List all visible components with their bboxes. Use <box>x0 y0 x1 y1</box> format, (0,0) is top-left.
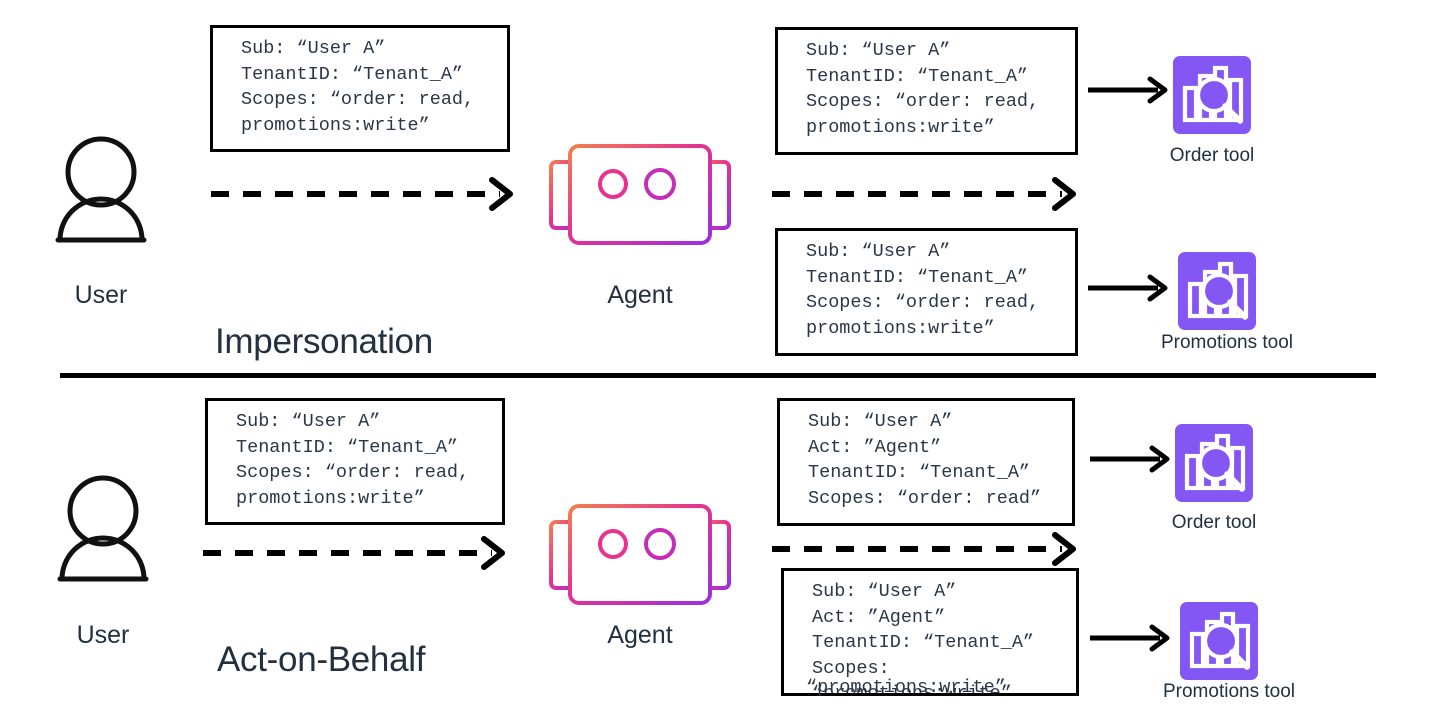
token-line: TenantID: “Tenant_A” <box>812 632 1035 653</box>
token-line: TenantID: “Tenant_A” <box>241 63 464 85</box>
arrow-token-to-promotions-tool-bottom <box>1090 624 1170 652</box>
order-tool-label: Order tool <box>1171 512 1257 533</box>
token-box-user-to-agent-top: Sub: “User A” TenantID: “Tenant_A” Scope… <box>210 25 510 152</box>
arrow-token-to-order-tool-bottom <box>1090 445 1170 473</box>
token-line: Sub: “User A” <box>806 241 951 262</box>
promotions-tool-label: Promotions tool <box>1162 681 1295 702</box>
token-box-agent-to-order-tool-bottom: Sub: “User A” Act: ”Agent” TenantID: “Te… <box>777 398 1075 526</box>
agent-label: Agent <box>607 281 673 309</box>
promotions-tool-icon[interactable] <box>1180 602 1258 680</box>
arrow-user-to-agent-bottom <box>203 536 505 570</box>
token-line: promotions:write” <box>806 317 995 339</box>
token-line: Scopes: “order: read, <box>241 89 475 110</box>
arrow-user-to-agent-top <box>211 177 513 211</box>
section-title-impersonation: Impersonation <box>215 322 433 361</box>
person-icon <box>55 136 147 243</box>
person-icon <box>57 475 149 582</box>
agent-label: Agent <box>607 621 673 649</box>
token-line: TenantID: “Tenant_A” <box>806 266 1029 288</box>
user-label: User <box>74 281 128 309</box>
token-line: promotions:write” <box>236 487 425 509</box>
token-line: Act: ”Agent” <box>812 606 946 628</box>
token-line: promotions:write” <box>806 116 995 138</box>
arrow-agent-to-tools-bottom <box>772 532 1076 566</box>
arrow-token-to-order-tool-top <box>1088 76 1168 104</box>
order-tool-icon[interactable] <box>1173 56 1251 134</box>
token-line: Sub: “User A” <box>808 411 953 432</box>
token-line: Sub: “User A” <box>241 38 386 59</box>
token-line: Act: ”Agent” <box>808 436 942 458</box>
token-line: Sub: “User A” <box>236 411 381 432</box>
token-line: Scopes: “order: read” <box>808 487 1042 509</box>
token-line: TenantID: “Tenant_A” <box>808 462 1031 483</box>
token-line: Scopes: “order: read, <box>806 292 1040 313</box>
token-box-user-to-agent-bottom: Sub: “User A” TenantID: “Tenant_A” Scope… <box>205 398 505 525</box>
token-box-agent-to-promotions-tool-bottom: Sub: “User A” Act: ”Agent” TenantID: “Te… <box>781 568 1079 696</box>
robot-icon <box>549 144 731 245</box>
token-line-overflow: “promotions:write” <box>806 677 1006 698</box>
token-line: Scopes: <box>812 657 890 679</box>
section-title-act-on-behalf: Act-on-Behalf <box>217 640 426 679</box>
token-line: promotions:write” <box>241 114 430 136</box>
token-line: TenantID: “Tenant_A” <box>236 436 459 458</box>
arrow-agent-to-tools-top <box>772 177 1076 211</box>
token-line: TenantID: “Tenant_A” <box>806 65 1029 87</box>
token-line: Sub: “User A” <box>806 40 951 61</box>
section-divider <box>60 373 1376 378</box>
arrow-token-to-promotions-tool-top <box>1088 274 1168 302</box>
order-tool-label: Order tool <box>1169 145 1255 166</box>
promotions-tool-icon[interactable] <box>1178 252 1256 330</box>
user-label: User <box>76 621 130 649</box>
promotions-tool-label: Promotions tool <box>1160 332 1293 353</box>
token-line: Scopes: “order: read, <box>236 462 470 483</box>
token-line: Scopes: “order: read, <box>806 91 1040 112</box>
token-line: Sub: “User A” <box>812 581 957 602</box>
token-box-agent-to-order-tool-top: Sub: “User A” TenantID: “Tenant_A” Scope… <box>775 27 1078 155</box>
robot-icon <box>549 504 731 605</box>
order-tool-icon[interactable] <box>1175 424 1253 502</box>
token-box-agent-to-promotions-tool-top: Sub: “User A” TenantID: “Tenant_A” Scope… <box>775 228 1078 356</box>
token-line: “promotions:write” <box>812 683 1012 696</box>
